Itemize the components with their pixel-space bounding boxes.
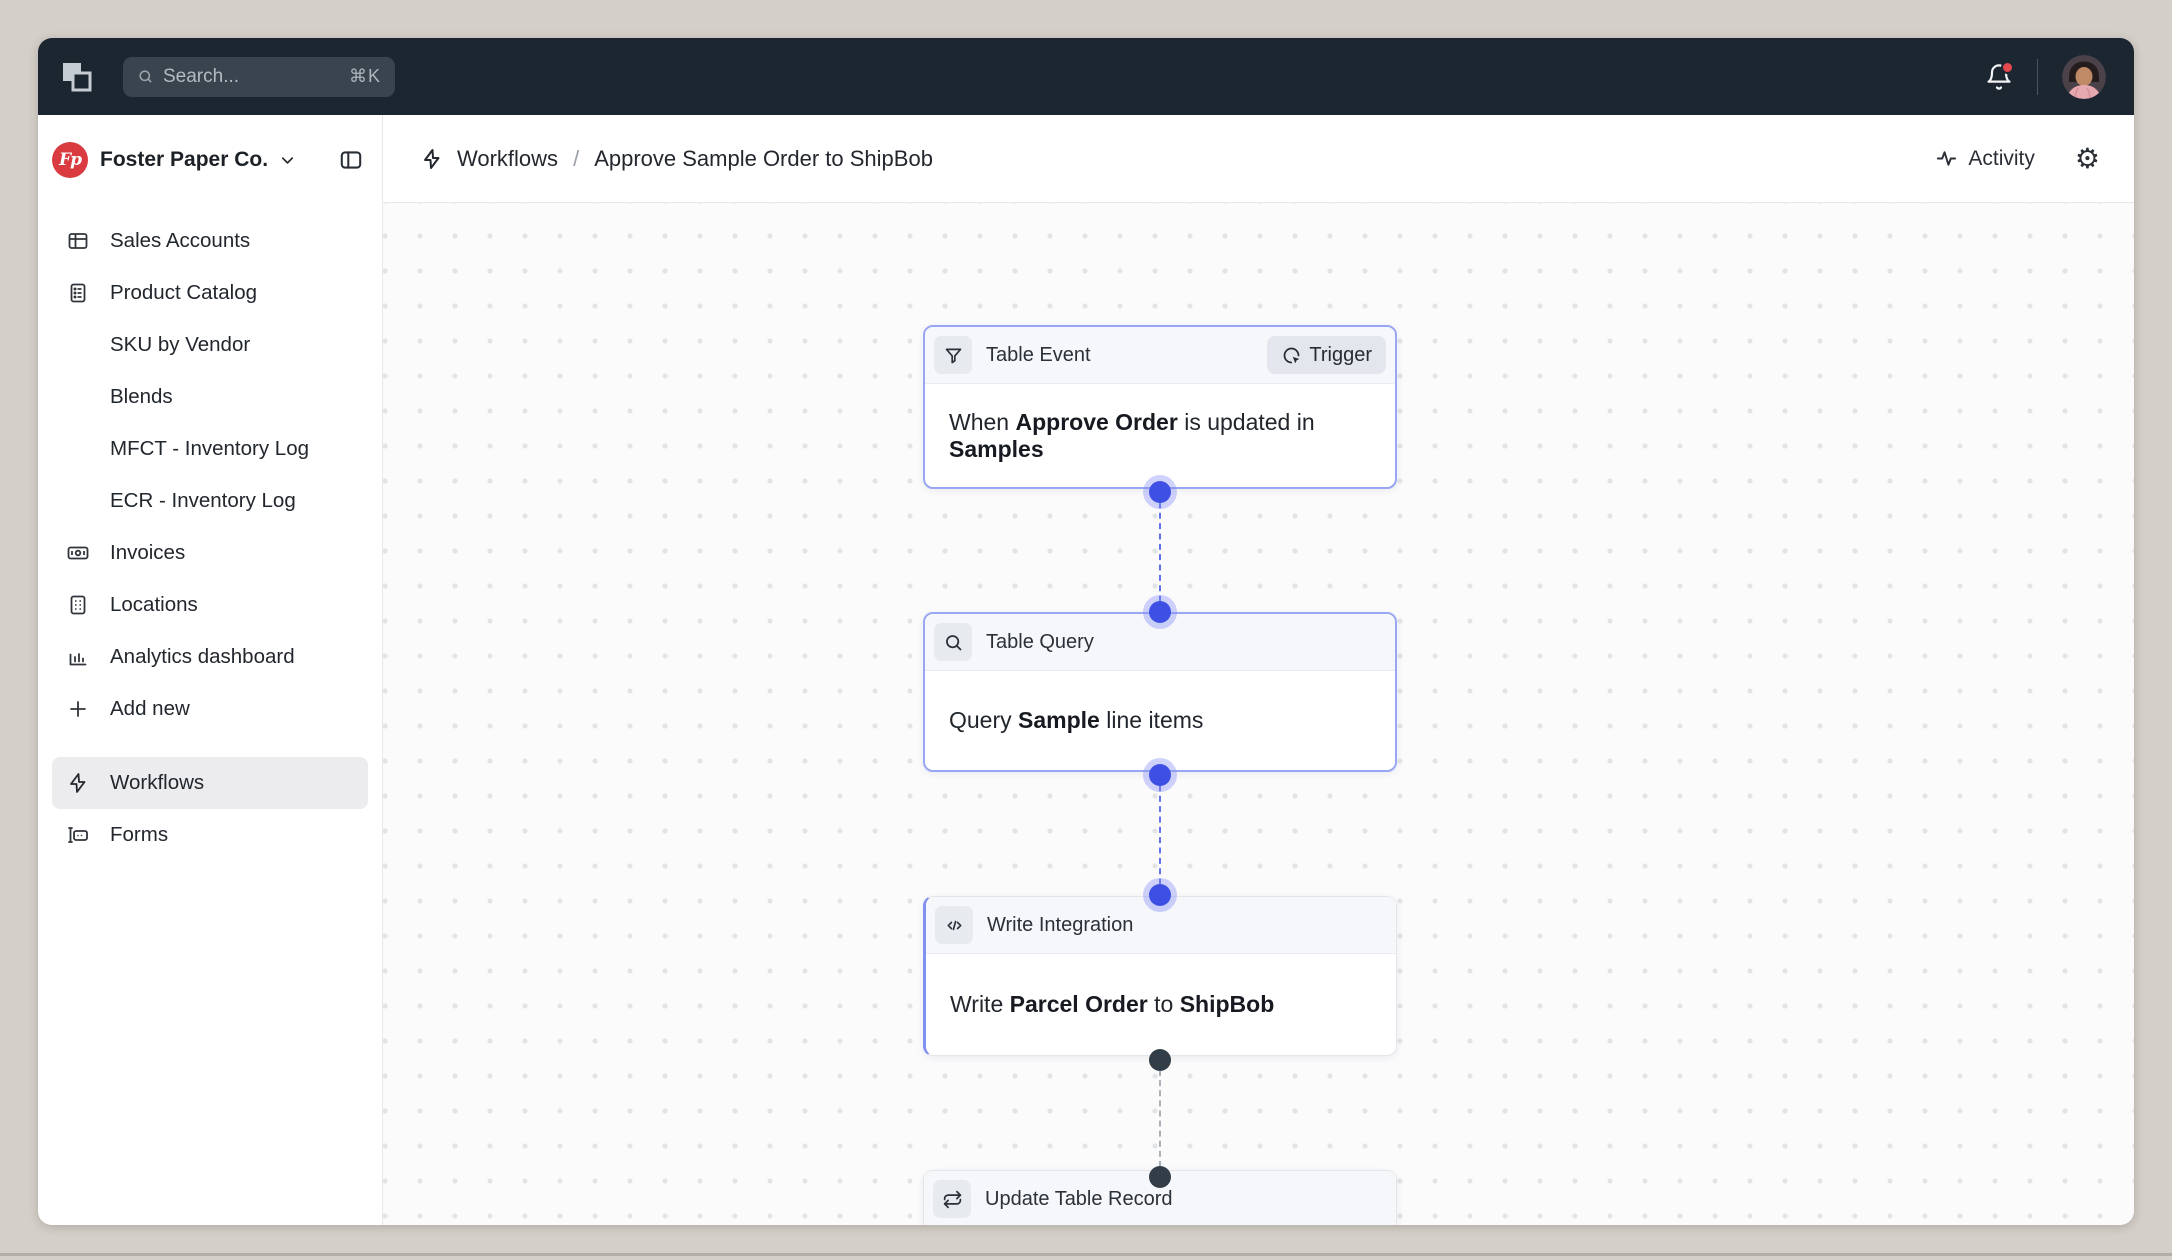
node-description: Write Parcel Order to ShipBob	[926, 954, 1396, 1055]
activity-icon	[1937, 151, 1957, 166]
notifications-button[interactable]	[1985, 60, 2014, 91]
sidebar-item-sku-by-vendor[interactable]: SKU by Vendor	[52, 319, 368, 371]
sidebar-item-sales-accounts[interactable]: Sales Accounts	[52, 215, 368, 267]
node-header: Write Integration	[926, 897, 1396, 954]
company-logo: Fp	[52, 142, 88, 178]
sidebar-item-label: MFCT - Inventory Log	[110, 437, 309, 460]
sidebar-item-product-catalog[interactable]: Product Catalog	[52, 267, 368, 319]
table-icon	[66, 229, 90, 253]
screen-bottom-edge	[0, 1253, 2172, 1256]
node-title: Table Query	[986, 630, 1094, 653]
chevron-down-icon	[278, 151, 297, 170]
connector-dot-node4-in[interactable]	[1149, 1166, 1171, 1188]
trigger-click-icon	[1284, 347, 1300, 363]
sidebar-item-label: Blends	[110, 385, 173, 408]
sidebar-item-blends[interactable]: Blends	[52, 371, 368, 423]
search-shortcut-hint: ⌘K	[348, 66, 381, 86]
sidebar-item-label: Analytics dashboard	[110, 645, 295, 668]
sidebar-item-add-new[interactable]: Add new	[52, 683, 368, 735]
bar-chart-icon	[66, 645, 90, 669]
node-title: Update Table Record	[985, 1187, 1173, 1210]
sidebar-item-forms[interactable]: Forms	[52, 809, 368, 861]
node-header: Table Event Trigger	[925, 327, 1395, 384]
trigger-badge: Trigger	[1267, 336, 1386, 374]
zap-icon	[66, 771, 90, 795]
node-description: Query Sample line items	[925, 671, 1395, 770]
sidebar-collapse-button[interactable]	[338, 147, 364, 173]
filter-icon	[934, 336, 972, 374]
node-update-table-record[interactable]: Update Table Record	[923, 1170, 1397, 1225]
connector-dot-node3-out[interactable]	[1149, 1049, 1171, 1071]
connector-dot-node2-out[interactable]	[1149, 764, 1171, 786]
workspace-switcher[interactable]: Fp Foster Paper Co.	[52, 131, 368, 189]
breadcrumb-separator: /	[573, 145, 580, 171]
sidebar-item-label: Forms	[110, 823, 169, 846]
zap-icon	[420, 147, 444, 171]
sidebar-item-ecr-inventory-log[interactable]: ECR - Inventory Log	[52, 475, 368, 527]
sidebar-item-label: Invoices	[110, 541, 186, 564]
node-title: Write Integration	[987, 913, 1134, 936]
breadcrumb: Workflows / Approve Sample Order to Ship…	[420, 146, 933, 172]
sidebar-item-mfct-inventory-log[interactable]: MFCT - Inventory Log	[52, 423, 368, 475]
settings-gear-button[interactable]: ⚙	[2074, 142, 2100, 174]
notification-badge	[2001, 60, 2014, 74]
sidebar-item-label: Add new	[110, 697, 190, 720]
sidebar-item-label: ECR - Inventory Log	[110, 489, 296, 512]
main-header: Workflows / Approve Sample Order to Ship…	[383, 115, 2134, 203]
search-icon	[934, 623, 972, 661]
main-panel: Workflows / Approve Sample Order to Ship…	[383, 115, 2134, 1225]
code-icon	[935, 906, 973, 944]
search-icon	[139, 70, 152, 83]
company-name: Foster Paper Co.	[100, 148, 269, 171]
building-icon	[66, 593, 90, 617]
sidebar-item-workflows[interactable]: Workflows	[52, 757, 368, 809]
breadcrumb-workflows-link[interactable]: Workflows	[457, 145, 559, 171]
connector-dot-node3-in[interactable]	[1149, 884, 1171, 906]
page-title: Approve Sample Order to ShipBob	[594, 145, 933, 171]
topbar-divider	[2037, 58, 2038, 95]
document-icon	[66, 281, 90, 305]
search-input[interactable]	[163, 65, 340, 88]
banknote-icon	[66, 541, 90, 565]
sidebar-item-label: SKU by Vendor	[110, 333, 251, 356]
app-window: ⌘K	[38, 38, 2134, 1225]
node-write-integration[interactable]: Write Integration Write Parcel Order to …	[923, 896, 1397, 1056]
activity-label: Activity	[1968, 146, 2035, 170]
node-table-query[interactable]: Table Query Query Sample line items	[923, 612, 1397, 772]
node-header: Update Table Record	[924, 1171, 1396, 1225]
sidebar-item-analytics-dashboard[interactable]: Analytics dashboard	[52, 631, 368, 683]
connector-dot-node2-in[interactable]	[1149, 601, 1171, 623]
sidebar-item-label: Product Catalog	[110, 281, 258, 304]
activity-button[interactable]: Activity	[1935, 147, 2035, 171]
nav-section-gap	[52, 735, 368, 757]
connector-dot-node1-out[interactable]	[1149, 481, 1171, 503]
connector-line-2	[1159, 775, 1161, 895]
sidebar-item-invoices[interactable]: Invoices	[52, 527, 368, 579]
app-logo-icon[interactable]	[60, 60, 94, 94]
connector-line-1	[1159, 492, 1161, 612]
trigger-badge-label: Trigger	[1309, 343, 1372, 366]
sidebar-item-label: Sales Accounts	[110, 229, 251, 252]
sidebar-item-label: Workflows	[110, 771, 205, 794]
topbar-right	[1985, 54, 2106, 99]
connector-line-3	[1159, 1060, 1161, 1177]
node-header: Table Query	[925, 614, 1395, 671]
search-box[interactable]: ⌘K	[123, 56, 395, 97]
header-actions: Activity ⚙	[1935, 142, 2100, 174]
topbar: ⌘K	[38, 38, 2134, 115]
form-input-icon	[66, 823, 90, 847]
app-body: Fp Foster Paper Co. Sales Accounts	[38, 115, 2134, 1225]
plus-icon	[66, 697, 90, 721]
sync-icon	[933, 1180, 971, 1218]
sidebar: Fp Foster Paper Co. Sales Accounts	[38, 115, 383, 1225]
sidebar-item-label: Locations	[110, 593, 198, 616]
node-table-event[interactable]: Table Event Trigger When Approve Order i…	[923, 325, 1397, 489]
node-title: Table Event	[986, 343, 1091, 366]
workflow-canvas[interactable]: Table Event Trigger When Approve Order i…	[383, 203, 2134, 1225]
user-avatar[interactable]	[2062, 54, 2106, 99]
sidebar-item-locations[interactable]: Locations	[52, 579, 368, 631]
bell-icon	[1987, 63, 2011, 90]
sidebar-nav: Sales Accounts Product Catalog SKU by Ve…	[52, 215, 368, 861]
node-description: When Approve Order is updated in Samples	[925, 384, 1395, 487]
